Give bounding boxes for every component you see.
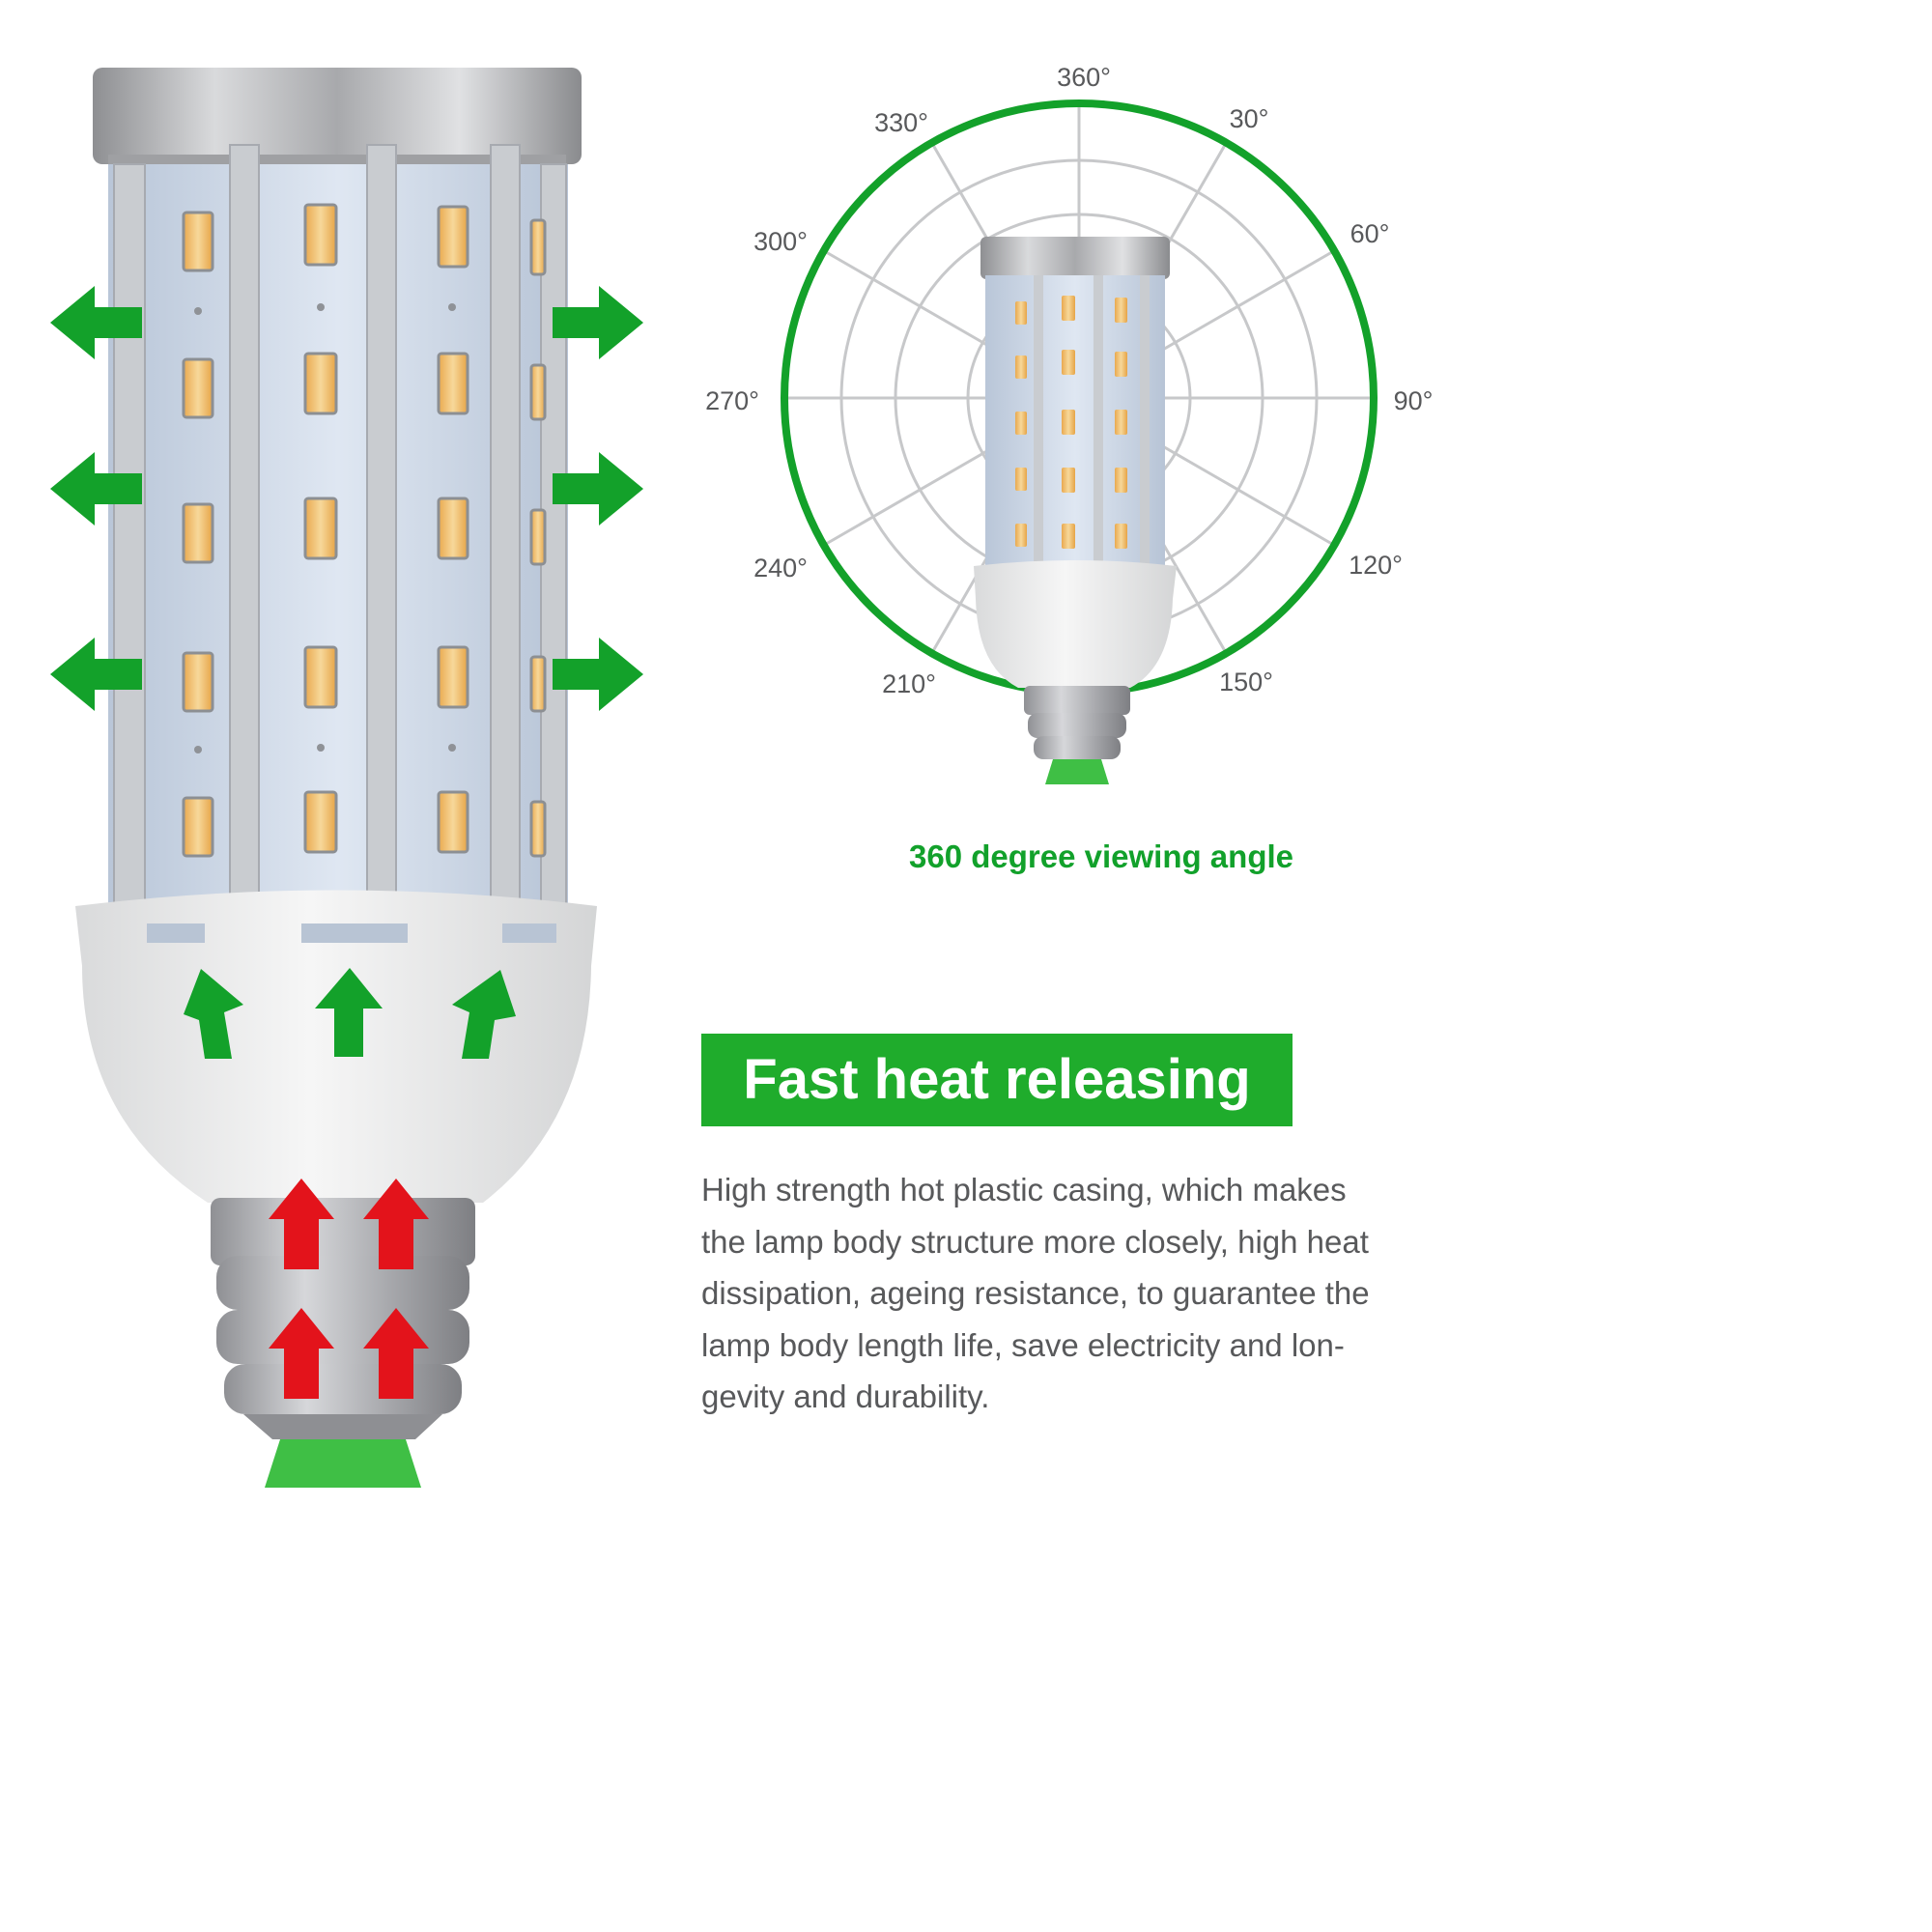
- angle-label: 360°: [1057, 63, 1111, 92]
- red-arrow-up-icon: [269, 1308, 334, 1399]
- angle-label: 300°: [753, 227, 808, 256]
- green-arrow-left-icon: [50, 286, 142, 359]
- description-line: High strength hot plastic casing, which …: [701, 1172, 1347, 1208]
- product-infographic: 360° 30° 60° 90° 120° 150° 210° 240° 270…: [50, 63, 1464, 1488]
- angle-labels: 360° 30° 60° 90° 120° 150° 210° 240° 270…: [705, 63, 1433, 698]
- green-arrow-right-icon: [553, 452, 643, 526]
- small-lamp-illustration: [974, 237, 1177, 784]
- green-arrows-right: [553, 286, 643, 711]
- angle-label: 270°: [705, 386, 759, 415]
- heat-releasing-heading: Fast heat releasing: [701, 1034, 1293, 1126]
- angle-label: 240°: [753, 554, 808, 582]
- green-arrow-up-icon: [184, 969, 243, 1059]
- green-arrow-up-icon: [452, 970, 516, 1059]
- green-arrow-left-icon: [50, 638, 142, 711]
- description-line: gevity and durability.: [701, 1378, 990, 1414]
- angle-label: 30°: [1230, 104, 1269, 133]
- angle-label: 90°: [1394, 386, 1434, 415]
- angle-label: 210°: [882, 669, 936, 698]
- red-arrows-up: [269, 1179, 429, 1399]
- angle-label: 120°: [1349, 551, 1403, 580]
- red-arrow-up-icon: [363, 1179, 429, 1269]
- angle-label: 60°: [1350, 219, 1390, 248]
- description-line: lamp body length life, save electricity …: [701, 1326, 1345, 1363]
- angle-label: 330°: [874, 108, 928, 137]
- corn-lamp-illustration: [50, 68, 643, 1488]
- lamp-screw-base: [211, 1198, 475, 1488]
- green-arrows-left: [50, 286, 142, 711]
- angle-label: 150°: [1219, 668, 1273, 696]
- description-line: dissipation, ageing resistance, to guara…: [701, 1275, 1370, 1311]
- polar-angle-diagram: 360° 30° 60° 90° 120° 150° 210° 240° 270…: [705, 63, 1433, 784]
- green-arrow-right-icon: [553, 638, 643, 711]
- lamp-led-body: [108, 144, 568, 909]
- red-arrow-up-icon: [363, 1308, 429, 1399]
- green-arrow-left-icon: [50, 452, 142, 526]
- green-arrow-right-icon: [553, 286, 643, 359]
- red-arrow-up-icon: [269, 1179, 334, 1269]
- viewing-angle-caption: 360 degree viewing angle: [909, 838, 1293, 874]
- description-line: the lamp body structure more closely, hi…: [701, 1223, 1369, 1260]
- green-arrows-up: [184, 968, 516, 1059]
- green-arrow-up-icon: [315, 968, 383, 1057]
- heat-description: High strength hot plastic casing, which …: [701, 1164, 1464, 1423]
